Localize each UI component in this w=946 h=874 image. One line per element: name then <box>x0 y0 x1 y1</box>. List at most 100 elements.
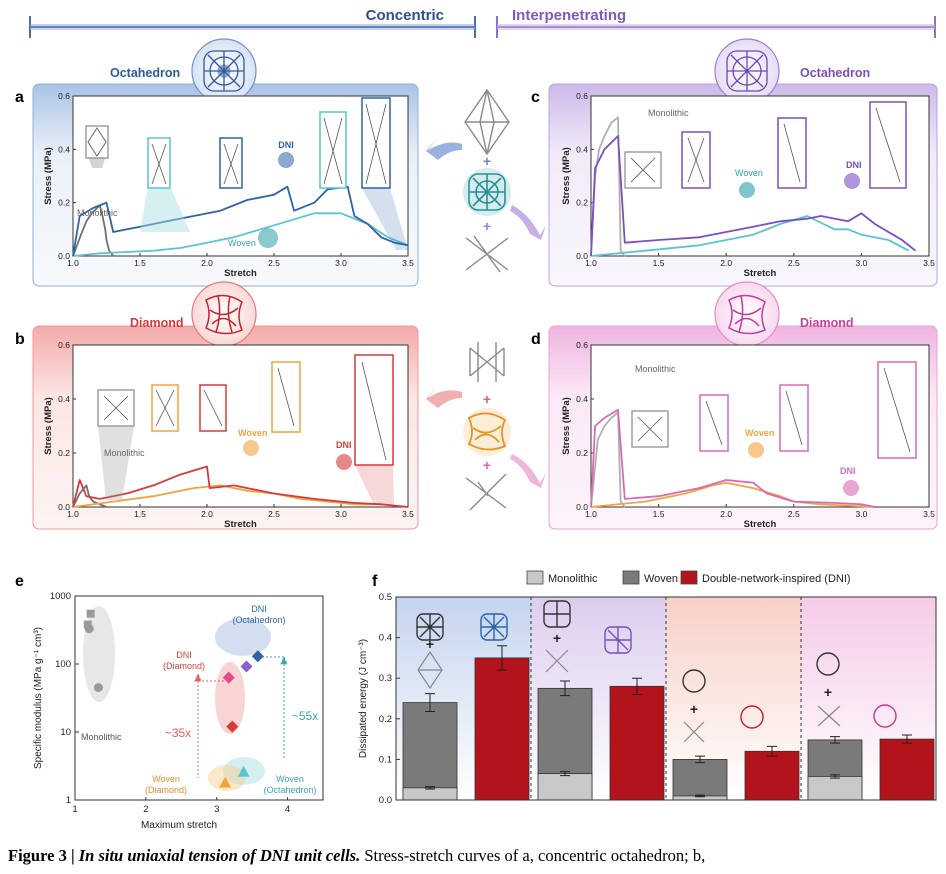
panel-a-annotations: Monolithic DNI Woven <box>77 97 408 250</box>
y-tick-label-b: 0.0 <box>58 502 70 512</box>
y-tick-label-c: 0.4 <box>576 144 588 154</box>
error-bar-f <box>695 755 705 764</box>
diamond-frame-icon <box>469 342 505 382</box>
legend-monolithic: Monolithic <box>548 573 598 585</box>
point-woven-e <box>219 776 232 788</box>
center-octahedron-components: + + <box>426 88 546 273</box>
header-interpenetrating: Interpenetrating <box>496 7 936 38</box>
series-woven-d <box>590 481 875 508</box>
error-bar-f <box>695 794 705 798</box>
panel-letter-e: e <box>15 573 24 590</box>
x-tick-label-e: 4 <box>285 804 290 815</box>
x-tick-label-a: 1.5 <box>134 258 146 268</box>
figure-3: Concentric Interpenetrating a b c d e f … <box>15 7 938 831</box>
x-tick-label-c: 2.0 <box>720 258 732 268</box>
label-e-ratio-oct: ~55x <box>292 709 318 723</box>
error-bar-f <box>560 680 570 697</box>
y-tick-label-e: 1 <box>66 795 71 806</box>
y-axis-label-d: Stress (MPa) <box>561 397 572 455</box>
concentric-label: Concentric <box>366 7 444 24</box>
panel-letter-a: a <box>15 89 24 106</box>
label-e-woven-oct-sub: (Octahedron) <box>263 785 316 795</box>
x-tick-label-d: 3.5 <box>923 509 935 519</box>
y-tick-label-f: 0.4 <box>379 633 392 644</box>
svg-text:+: + <box>690 701 698 717</box>
series-dni-a <box>72 185 409 257</box>
point-dni-e <box>226 720 239 733</box>
x-tick-label-b: 1.5 <box>134 509 146 519</box>
x-tick-label-b: 2.5 <box>268 509 280 519</box>
label-e-dni-oct-sub: (Octahedron) <box>232 615 285 625</box>
woven-lattice-icon-c <box>739 182 755 198</box>
y-axis-label-e: Specific modulus (MPa g⁻¹ cm³) <box>33 627 44 769</box>
y-tick-label-f: 0.0 <box>379 795 392 806</box>
arrow-left-blue <box>426 140 462 160</box>
plot-area-e <box>74 595 324 801</box>
panel-f-icons: ++++ <box>416 600 897 743</box>
x-tick-label-a: 2.0 <box>201 258 213 268</box>
y-tick-label-a: 0.4 <box>58 144 70 154</box>
point-dni-e <box>222 671 235 684</box>
label-e-dni-dia: DNI <box>176 650 192 660</box>
dni-lattice-icon-a <box>278 152 294 168</box>
octahedron-lattice-icon-blue <box>191 38 257 104</box>
label-e-dni-oct: DNI <box>251 604 267 614</box>
label-e-woven-dia-sub: (Diamond) <box>145 785 187 795</box>
x-tick-label-b: 3.0 <box>335 509 347 519</box>
y-axis-label-b: Stress (MPa) <box>43 397 54 455</box>
y-tick-label-e: 10 <box>60 727 71 738</box>
panel-letter-d: d <box>531 331 541 348</box>
point-dni-e <box>251 650 264 663</box>
bar-woven-f <box>402 702 458 801</box>
y-tick-label-b: 0.6 <box>58 340 70 350</box>
panel-letter-c: c <box>531 89 540 106</box>
y-axis-label-f: Dissipated energy (J cm⁻³) <box>358 639 369 758</box>
diamond-lattice-icon-orange <box>463 408 511 456</box>
y-tick-label-f: 0.3 <box>379 673 392 684</box>
x-tick-label-d: 1.0 <box>585 509 597 519</box>
panel-d-title: Diamond <box>800 316 853 330</box>
x-tick-label-e: 2 <box>143 804 148 815</box>
panel-f-legend: Monolithic Woven Double-network-inspired… <box>526 570 851 585</box>
x-tick-label-c: 3.0 <box>855 258 867 268</box>
x-tick-label-c: 3.5 <box>923 258 935 268</box>
svg-text:+: + <box>483 153 491 169</box>
x-axis-label-b: Stretch <box>224 519 257 530</box>
label-c-woven: Woven <box>735 168 763 178</box>
panel-c-annotations: Monolithic Woven DNI <box>624 101 907 198</box>
y-tick-label-a: 0.6 <box>58 91 70 101</box>
x-tick-label-a: 3.5 <box>402 258 414 268</box>
legend-dni: Double-network-inspired (DNI) <box>702 573 851 585</box>
label-e-ratio-dia: ~35x <box>165 726 191 740</box>
woven-lattice-icon-a <box>258 228 278 248</box>
x-axis-label-d: Stretch <box>744 519 777 530</box>
center-diamond-components: + + <box>426 342 546 511</box>
y-tick-label-d: 0.0 <box>576 502 588 512</box>
y-tick-label-f: 0.5 <box>379 592 392 603</box>
x-tick-label-d: 1.5 <box>653 509 665 519</box>
bar-dni-f <box>474 657 530 801</box>
bar-monolithic-f <box>402 787 458 801</box>
svg-text:+: + <box>483 391 491 407</box>
arrow-left-red <box>426 388 462 408</box>
point-woven-e <box>237 765 250 777</box>
svg-text:+: + <box>824 684 832 700</box>
y-tick-label-c: 0.2 <box>576 198 588 208</box>
diamond-lattice-icon-pink <box>714 281 780 347</box>
dni-lattice-icon-d <box>843 480 859 496</box>
x-tick-label-a: 2.5 <box>268 258 280 268</box>
y-tick-label-e: 100 <box>55 659 71 670</box>
series-woven-b <box>72 484 382 508</box>
snapshot-a-mono <box>85 125 109 159</box>
x-tick-label-b: 3.5 <box>402 509 414 519</box>
x-tick-label-e: 3 <box>214 804 219 815</box>
y-axis-label-c: Stress (MPa) <box>561 147 572 205</box>
x-tick-label-d: 3.0 <box>855 509 867 519</box>
x-tick-label-b: 1.0 <box>67 509 79 519</box>
caption-label: Figure 3 <box>8 846 67 865</box>
svg-text:+: + <box>483 457 491 473</box>
caption-title: In situ uniaxial tension of DNI unit cel… <box>78 846 361 865</box>
svg-text:+: + <box>426 636 434 652</box>
x-tick-label-c: 1.0 <box>585 258 597 268</box>
